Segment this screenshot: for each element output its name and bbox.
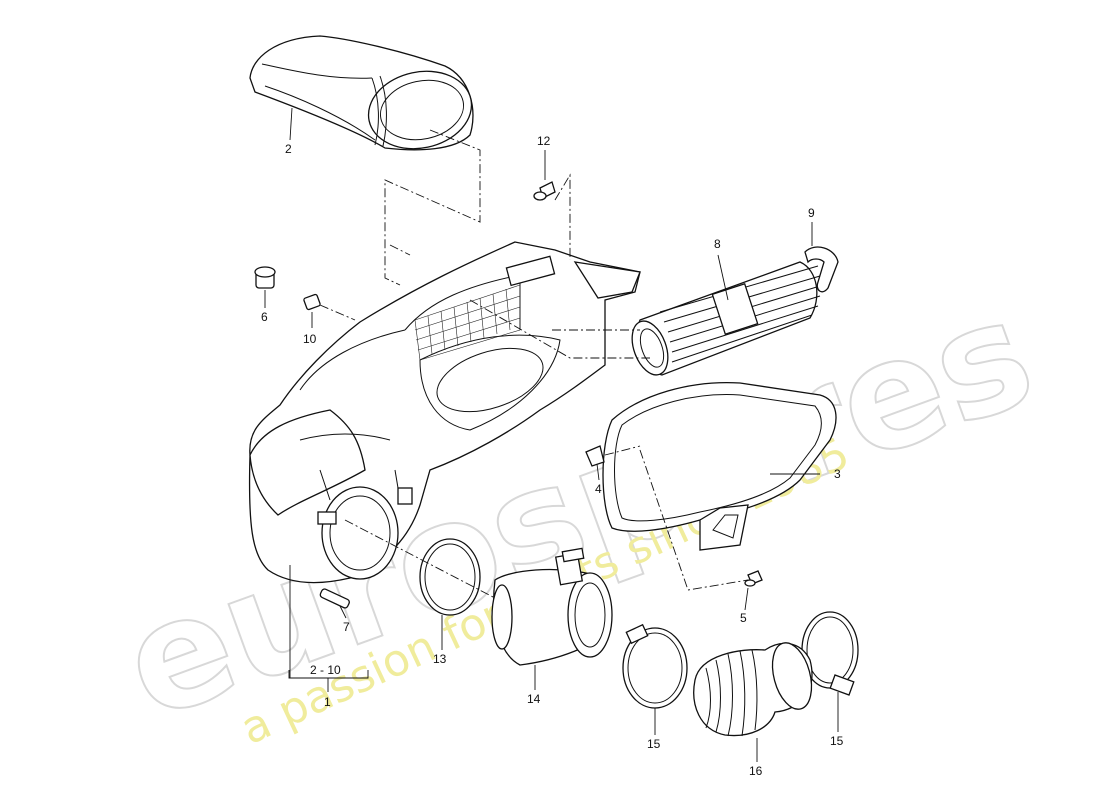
callout-1: 1 bbox=[324, 695, 331, 709]
callout-13: 13 bbox=[433, 652, 447, 666]
callout-7: 7 bbox=[343, 620, 350, 634]
nut-10 bbox=[303, 293, 321, 311]
callout-8: 8 bbox=[714, 237, 721, 251]
housing-grille bbox=[414, 284, 521, 361]
filter-cover bbox=[602, 381, 837, 551]
callout-15-left: 15 bbox=[647, 737, 661, 751]
callout-12: 12 bbox=[537, 134, 551, 148]
callout-2: 2 bbox=[285, 142, 292, 156]
pin-7 bbox=[319, 588, 350, 609]
hose-clamp-right bbox=[801, 611, 859, 696]
filter-cartridge bbox=[631, 261, 821, 376]
callout-10: 10 bbox=[303, 332, 317, 346]
corrugated-hose bbox=[693, 642, 813, 737]
grommet-6 bbox=[254, 266, 276, 289]
leader-lines bbox=[264, 107, 839, 762]
callout-2-10: 2 - 10 bbox=[310, 663, 341, 677]
callout-16: 16 bbox=[749, 764, 763, 778]
callout-9: 9 bbox=[808, 206, 815, 220]
alignment-lines bbox=[319, 129, 749, 599]
air-mass-meter bbox=[491, 547, 613, 666]
airbox-housing bbox=[248, 241, 641, 584]
callout-5: 5 bbox=[740, 611, 747, 625]
intake-duct bbox=[249, 35, 474, 151]
bolt-12 bbox=[533, 181, 556, 201]
callout-15-right: 15 bbox=[830, 734, 844, 748]
callout-4: 4 bbox=[595, 482, 602, 496]
callout-3: 3 bbox=[834, 467, 841, 481]
callout-labels: 2 12 8 9 6 10 3 4 5 7 13 14 15 15 16 2 -… bbox=[261, 134, 844, 778]
screw-5 bbox=[744, 570, 763, 587]
seal-ring bbox=[419, 538, 481, 616]
hose-clamp-left bbox=[622, 623, 688, 709]
clip-4 bbox=[585, 445, 605, 467]
callout-6: 6 bbox=[261, 310, 268, 324]
retaining-clip bbox=[804, 246, 839, 293]
callout-14: 14 bbox=[527, 692, 541, 706]
